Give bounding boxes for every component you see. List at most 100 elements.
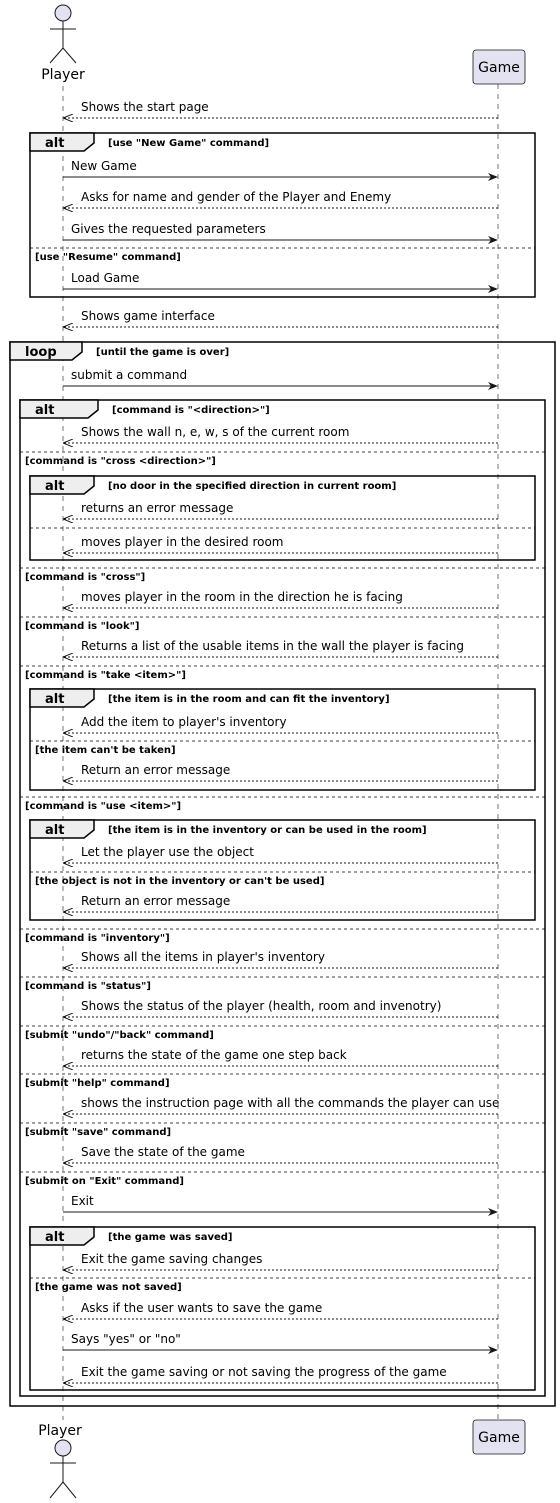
frame-border (29, 475, 536, 561)
message-label: Shows the start page (81, 100, 209, 114)
message-label: Shows all the items in player's inventor… (81, 950, 325, 964)
frame-operator-label: alt (45, 1230, 64, 1245)
message: Asks if the user wants to save the game (64, 1301, 498, 1319)
frame-guard-label: [the item is in the room and can fit the… (108, 694, 390, 705)
frame-tab (9, 341, 83, 361)
message-label: Let the player use the object (81, 845, 254, 859)
frame-guard-label: [no door in the specified direction in c… (108, 481, 396, 492)
else-guard-label: [use "Resume" command] (35, 252, 181, 263)
message: Returns a list of the usable items in th… (64, 639, 498, 657)
frame-operator-label: loop (25, 345, 57, 360)
message-label: returns an error message (81, 501, 233, 515)
message: Shows the wall n, e, w, s of the current… (64, 425, 498, 443)
message: Exit the game saving or not saving the p… (64, 1365, 498, 1383)
else-guard-label: [the item can't be taken] (35, 745, 176, 756)
frame-operator-label: alt (45, 692, 64, 707)
frame-border (19, 399, 546, 1397)
frame-border (9, 341, 556, 1407)
frame-guard-label: [use "New Game" command] (108, 138, 269, 149)
message: Asks for name and gender of the Player a… (64, 190, 498, 208)
message-label: Shows the status of the player (health, … (81, 999, 441, 1013)
message: moves player in the room in the directio… (64, 590, 498, 608)
message-label: moves player in the room in the directio… (81, 590, 403, 604)
frame-tab (29, 819, 95, 839)
message: New Game (63, 159, 498, 181)
message: Shows game interface (64, 309, 498, 327)
else-guard-label: [command is "status"] (25, 981, 151, 992)
game-participant-bottom: Game (472, 1419, 526, 1455)
message-label: moves player in the desired room (81, 535, 284, 549)
message-label: Says "yes" or "no" (71, 1332, 181, 1346)
message-label: New Game (71, 159, 137, 173)
else-guard-label: [command is "use <item>"] (25, 801, 181, 812)
else-guard-label: [command is "cross <direction>"] (25, 456, 216, 467)
message-label: Return an error message (81, 894, 230, 908)
message: returns the state of the game one step b… (64, 1048, 498, 1066)
frame-tab (19, 399, 99, 419)
else-guard-label: [submit "help" command] (25, 1078, 170, 1089)
message: Add the item to player's inventory (64, 715, 498, 733)
frame-guard-label: [until the game is over] (96, 347, 229, 358)
frame-border (29, 132, 536, 298)
message-label: Add the item to player's inventory (81, 715, 287, 729)
message-label: Exit the game saving changes (81, 1252, 262, 1266)
frame-border (29, 819, 536, 921)
else-guard-label: [command is "cross"] (25, 572, 145, 583)
frame-tab (29, 1226, 95, 1246)
message-label: Returns a list of the usable items in th… (81, 639, 464, 653)
message: Exit the game saving changes (64, 1252, 498, 1270)
message-label: Shows the wall n, e, w, s of the current… (81, 425, 349, 439)
message-label: Load Game (71, 271, 139, 285)
message-label: submit a command (71, 368, 187, 382)
else-guard-label: [the object is not in the inventory or c… (35, 876, 324, 887)
message-label: Asks if the user wants to save the game (81, 1301, 322, 1315)
message: returns an error message (64, 501, 498, 519)
else-guard-label: [command is "take <item>"] (25, 670, 186, 681)
game-label: Game (478, 1430, 520, 1446)
message-label: shows the instruction page with all the … (81, 1096, 499, 1110)
frame-operator-label: alt (45, 136, 64, 151)
frame-operator-label: alt (45, 823, 64, 838)
frame-alt: alt [the item is in the room and can fit … (29, 688, 536, 791)
frame-tab (29, 132, 95, 152)
message-label: Exit (71, 1194, 94, 1208)
message: Let the player use the object (64, 845, 498, 863)
message: moves player in the desired room (64, 535, 498, 553)
player-label: Player (38, 1423, 82, 1439)
game-label: Game (478, 60, 520, 76)
frame-guard-label: [command is "<direction>"] (112, 405, 270, 416)
message-label: Shows game interface (81, 309, 215, 323)
message: Gives the requested parameters (63, 222, 498, 244)
else-guard-label: [submit "save" command] (25, 1127, 171, 1138)
message: Exit (63, 1194, 498, 1216)
message: Return an error message (64, 763, 498, 781)
frame-loop: loop [until the game is over] (9, 341, 556, 1407)
frame-alt: alt [the item is in the inventory or can … (29, 819, 536, 921)
else-guard-label: [command is "look"] (25, 621, 139, 632)
frame-alt: alt [no door in the specified direction i… (29, 475, 536, 561)
else-guard-label: [submit on "Exit" command] (25, 1176, 184, 1187)
message-label: Gives the requested parameters (71, 222, 266, 236)
frame-alt: alt [use "New Game" command] [use "Resume"… (29, 132, 536, 298)
else-guard-label: [the game was not saved] (35, 1282, 182, 1293)
message: Load Game (63, 271, 498, 293)
message-label: returns the state of the game one step b… (81, 1048, 347, 1062)
frame-operator-label: alt (45, 479, 64, 494)
game-participant-top: Game (472, 49, 526, 85)
frame-tab (29, 475, 95, 495)
actor-icon (49, 1439, 77, 1499)
player-label: Player (41, 67, 85, 83)
frame-guard-label: [the game was saved] (108, 1232, 232, 1243)
message: submit a command (63, 368, 498, 390)
frame-guard-label: [the item is in the inventory or can be … (108, 825, 427, 836)
message: Says "yes" or "no" (63, 1332, 498, 1354)
message-label: Save the state of the game (81, 1145, 245, 1159)
frames-layer: alt [use "New Game" command] [use "Resume"… (9, 132, 556, 1407)
player-actor-bottom: Player (38, 1423, 82, 1499)
message: Shows the status of the player (health, … (64, 999, 498, 1017)
frame-operator-label: alt (35, 403, 54, 418)
message: Shows the start page (64, 100, 498, 118)
message-label: Exit the game saving or not saving the p… (81, 1365, 447, 1379)
